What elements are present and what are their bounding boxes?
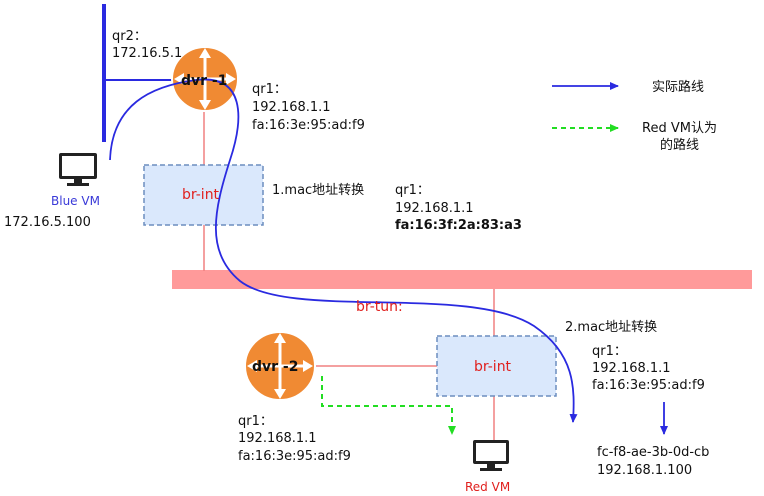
qr2-ip: 172.16.5.1 [112,46,183,61]
br-int-bottom-box [436,335,557,397]
qr1-converted-ip: 192.168.1.1 [395,201,474,216]
blue-vm-ip: 172.16.5.100 [4,215,91,230]
br-int-top-label: br-int [182,187,220,203]
blue-vm-label: Blue VM [51,194,100,208]
assumed-route-path [321,376,456,435]
legend-assumed-label: Red VM认为 的路线 [642,121,717,153]
dest-mac: fc-f8-ae-3b-0d-cb [597,445,710,460]
mac-step1-label: 1.mac地址转换 [272,183,365,198]
qr1-converted-name: qr1： [395,183,430,198]
br-tun-label: br-tun: [356,299,403,315]
actual-route-path [109,78,578,423]
dvr2-label: dvr -2 [252,359,299,375]
qr1-dvr1-name: qr1： [252,82,287,97]
qr2-name: qr2： [112,29,147,44]
qr1-dvr1-ip: 192.168.1.1 [252,100,331,115]
br-int-top-box [143,164,264,226]
router-dvr2-icon [244,331,316,401]
red-vm-monitor-icon [473,440,509,471]
dest-ip: 192.168.1.100 [597,463,693,478]
qr1-converted-mac: fa:16:3f:2a:83:a3 [395,218,522,233]
qr1-dvr2-ip: 192.168.1.1 [238,431,317,446]
qr1-dvr2-name: qr1： [238,414,273,429]
mac-step2-label: 2.mac地址转换 [565,320,658,335]
qr1-dvr1-mac: fa:16:3e:95:ad:f9 [252,118,365,133]
br-int-bottom-label: br-int [474,359,512,375]
qr1-right-mac: fa:16:3e:95:ad:f9 [592,378,705,393]
qr1-dvr2-mac: fa:16:3e:95:ad:f9 [238,449,351,464]
blue-vm-monitor-icon [59,153,97,186]
red-vm-label: Red VM [465,480,511,494]
br-tun-bar [172,270,752,289]
dvr1-label: dvr -1 [181,73,228,89]
qr1-right-ip: 192.168.1.1 [592,361,671,376]
qr1-right-name: qr1： [592,344,627,359]
legend-actual-label: 实际路线 [652,80,705,95]
